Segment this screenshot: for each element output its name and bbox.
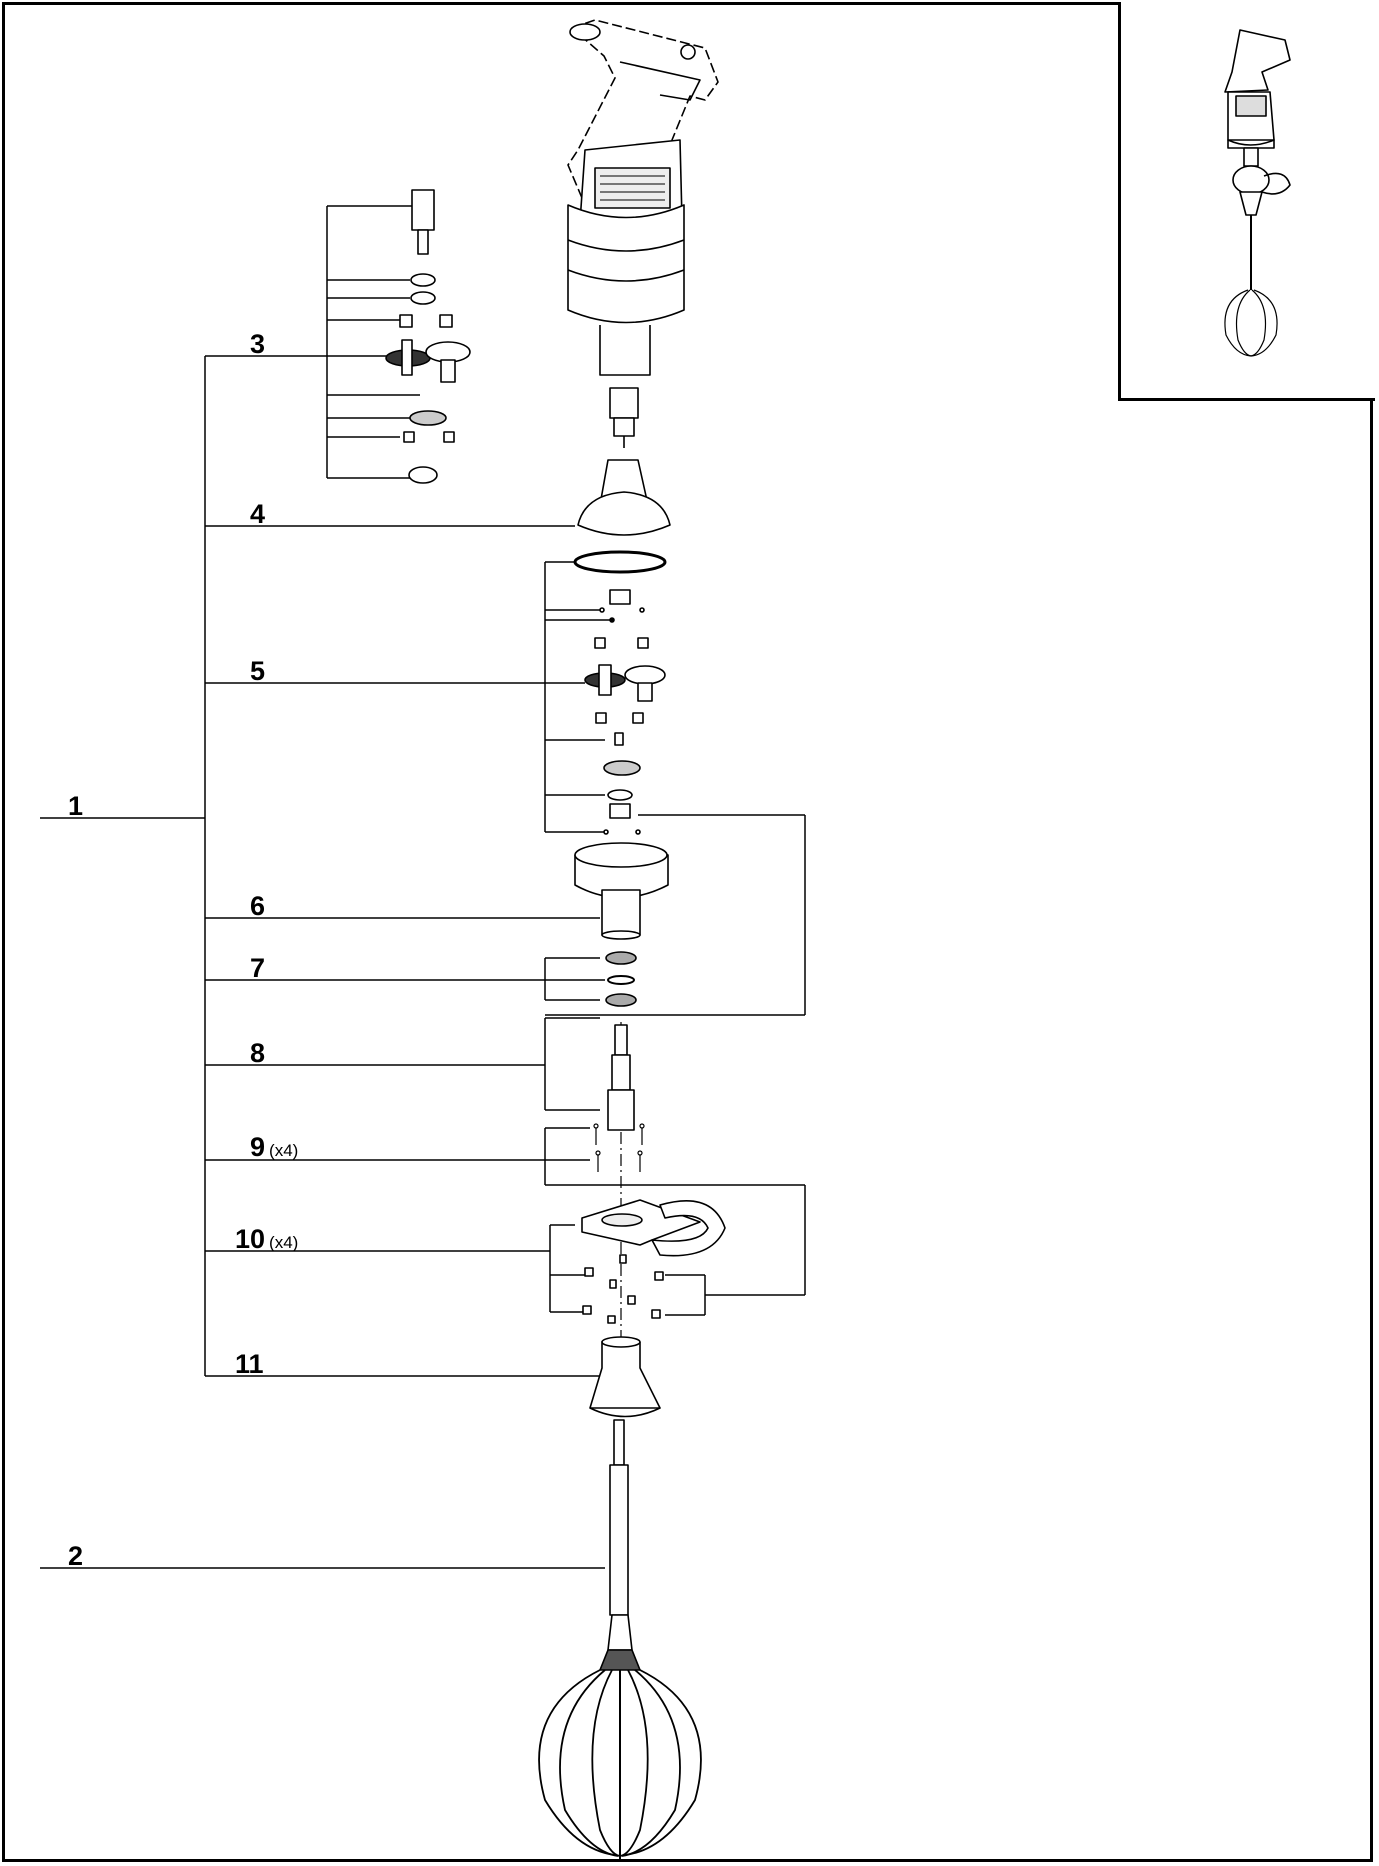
motor-coupling xyxy=(609,387,639,448)
part-2-whisk xyxy=(538,1419,702,1862)
callout-2: 2 xyxy=(68,1541,84,1571)
part-8-drive-shaft xyxy=(607,1024,635,1131)
part-10-flange-bracket xyxy=(581,1199,726,1324)
callout-11: 11 xyxy=(235,1349,264,1379)
part-3-gear-set xyxy=(385,189,471,484)
callout-10: 10(x4) xyxy=(235,1224,299,1254)
callout-9: 9(x4) xyxy=(250,1132,299,1162)
callout-3: 3 xyxy=(250,329,266,359)
motor-unit-housing xyxy=(567,19,719,376)
part-4-gear-cover xyxy=(577,459,671,536)
leader-lines xyxy=(40,205,806,1569)
part-7-bearings xyxy=(605,951,637,1007)
part-5-gearbox-internals xyxy=(573,550,667,835)
callout-1: 1 xyxy=(68,791,84,821)
callout-9-qty: (x4) xyxy=(269,1141,299,1160)
part-9-screws xyxy=(593,1123,645,1172)
callout-5: 5 xyxy=(250,656,266,686)
callout-4: 4 xyxy=(250,499,266,529)
part-6-gearbox-housing xyxy=(574,842,669,940)
callout-8: 8 xyxy=(250,1038,266,1068)
callout-10-qty: (x4) xyxy=(269,1233,299,1252)
callout-7: 7 xyxy=(250,953,266,983)
callout-6: 6 xyxy=(250,891,266,921)
overview-machine xyxy=(1224,29,1291,357)
part-11-coupling-cone xyxy=(589,1336,661,1418)
